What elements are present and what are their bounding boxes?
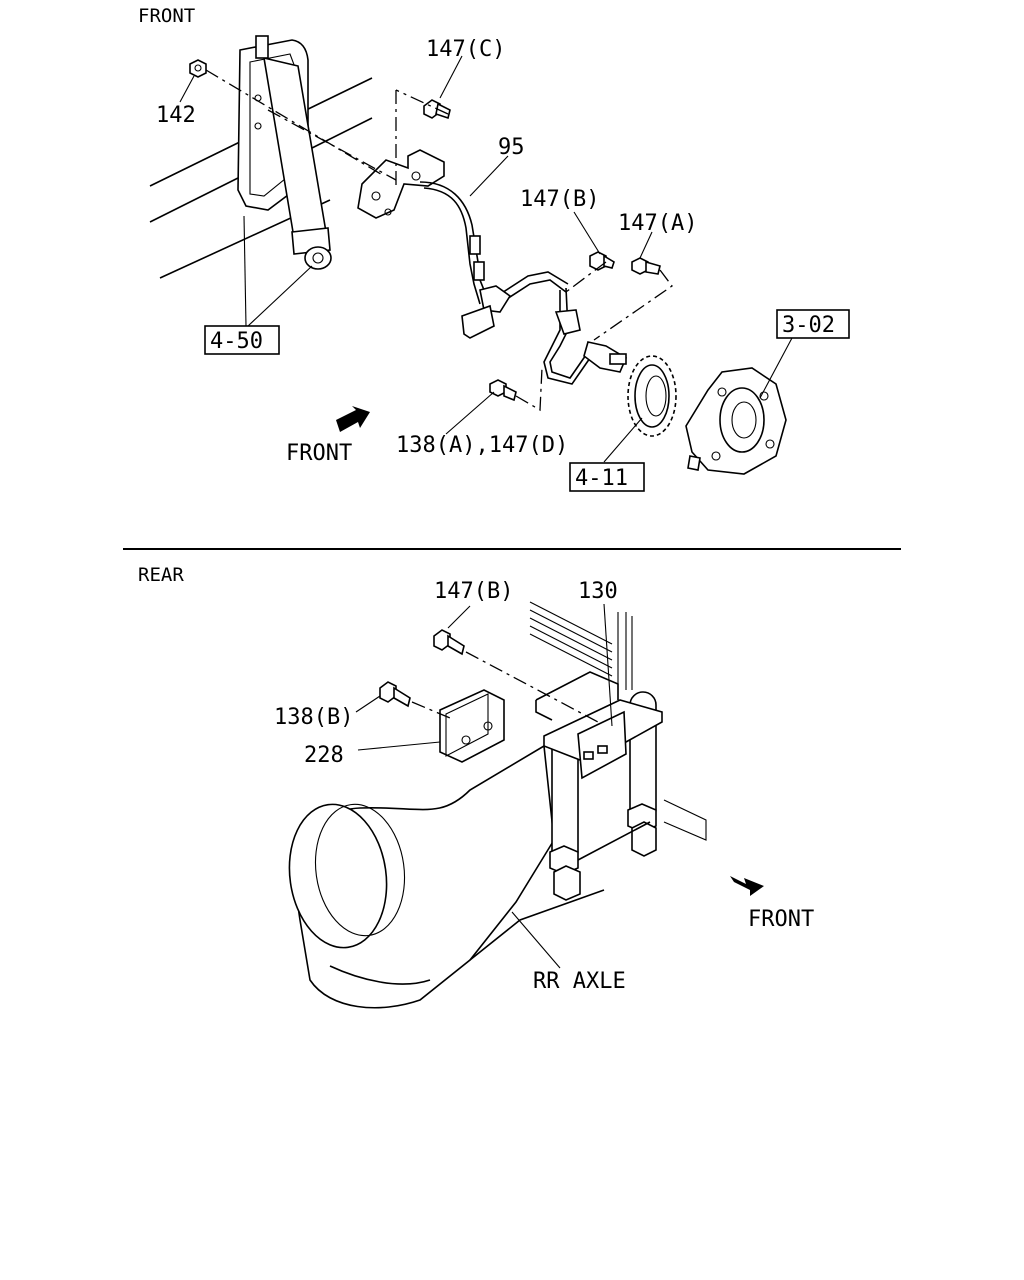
- rear-direction-arrow: FRONT: [730, 876, 814, 932]
- rear-axle-housing: [288, 744, 605, 1009]
- callout-147b-rear: 147(B): [434, 579, 513, 604]
- front-section-title: FRONT: [138, 5, 195, 27]
- rear-section: REAR: [138, 564, 814, 1009]
- front-direction-arrow: FRONT: [286, 406, 370, 466]
- rear-leader-lines: [355, 603, 613, 969]
- ref-box-4-50: 4-50: [204, 325, 280, 355]
- callout-147b-front: 147(B): [520, 187, 599, 212]
- nut-142: [189, 59, 207, 78]
- front-section: FRONT: [138, 5, 850, 492]
- rear-direction-label: FRONT: [748, 907, 814, 932]
- callout-228: 228: [304, 743, 344, 768]
- callout-142: 142: [156, 103, 196, 128]
- bolt-147b-rear: [433, 629, 465, 656]
- bolt-147c: [423, 99, 451, 120]
- bracket-130: [577, 710, 627, 780]
- bolt-147b-front: [589, 251, 615, 271]
- callout-147a: 147(A): [618, 211, 697, 236]
- ref-3-02-label: 3-02: [782, 313, 835, 338]
- bolt-138b: [379, 681, 411, 708]
- callout-95: 95: [498, 135, 525, 160]
- ref-box-4-11: 4-11: [569, 462, 645, 492]
- callout-138a-147d: 138(A),147(D): [396, 433, 568, 458]
- rear-mounting-lines: [411, 651, 599, 723]
- steering-knuckle: [685, 367, 787, 475]
- front-leader-lines: [179, 55, 793, 463]
- callout-130: 130: [578, 579, 618, 604]
- ref-4-50-label: 4-50: [210, 329, 263, 354]
- rear-axle-label: RR AXLE: [533, 969, 626, 994]
- callout-138b: 138(B): [274, 705, 353, 730]
- front-mounting-lines: [205, 69, 673, 412]
- harness-95: [419, 181, 591, 385]
- front-direction-label: FRONT: [286, 441, 352, 466]
- sensor-rotor: [627, 355, 677, 437]
- u-bolt-left: [549, 733, 581, 901]
- rear-frame-rails: [529, 601, 707, 841]
- bolt-138a-147d: [489, 379, 517, 402]
- callout-147c: 147(C): [426, 37, 505, 62]
- bracket-228: [439, 689, 505, 763]
- wheel-speed-sensor: [583, 341, 628, 373]
- bolt-147a: [631, 257, 661, 275]
- sensor-bracket: [357, 149, 445, 219]
- shock-absorber: [237, 35, 332, 270]
- ref-box-3-02: 3-02: [776, 309, 850, 339]
- ref-4-11-label: 4-11: [575, 466, 628, 491]
- rear-section-title: REAR: [138, 564, 184, 586]
